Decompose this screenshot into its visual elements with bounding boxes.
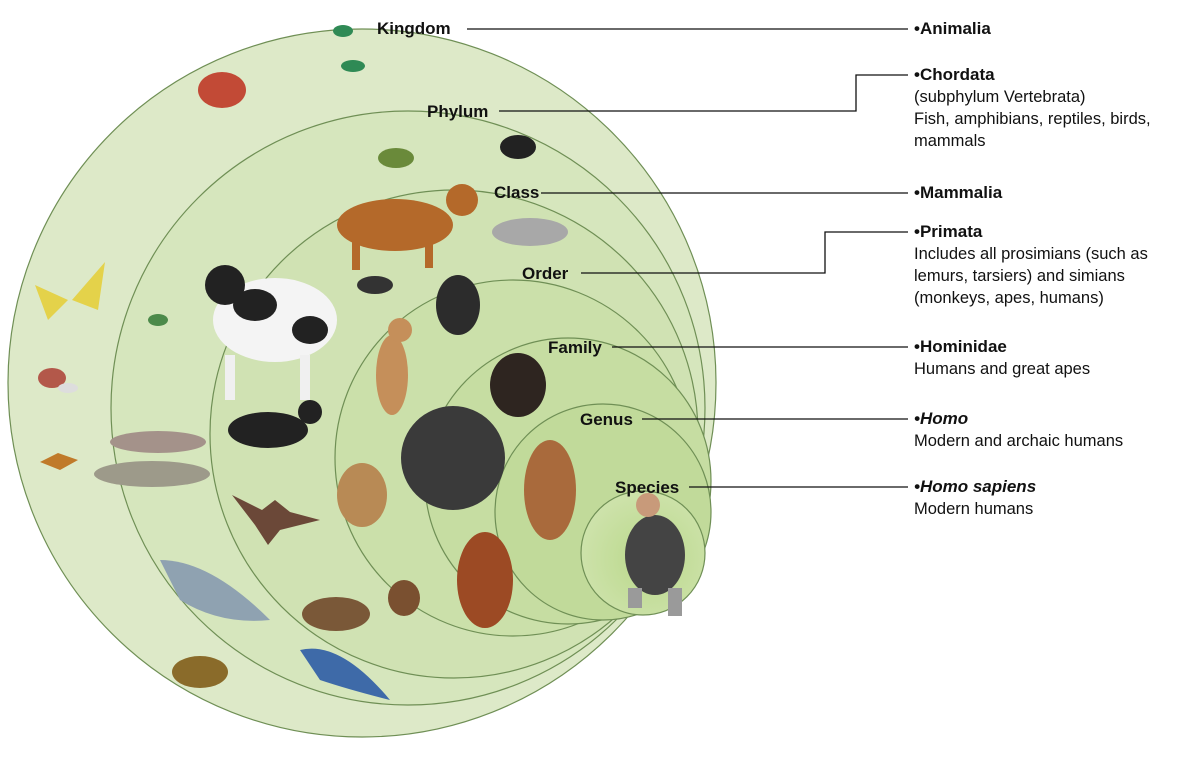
archaic-human-icon bbox=[524, 440, 576, 540]
orangutan-icon bbox=[457, 532, 513, 628]
taxon-species: •Homo sapiens Modern humans bbox=[914, 476, 1036, 520]
taxon-name: •Animalia bbox=[914, 18, 991, 40]
taxon-description: Includes all prosimians (such as lemurs,… bbox=[914, 243, 1148, 309]
taxon-kingdom: •Animalia bbox=[914, 18, 991, 40]
taxon-description: Modern humans bbox=[914, 498, 1036, 520]
gorilla-icon bbox=[401, 406, 505, 510]
mouse-icon bbox=[357, 276, 393, 294]
level-label-genus: Genus bbox=[580, 410, 633, 429]
taxon-order: •Primata Includes all prosimians (such a… bbox=[914, 221, 1148, 309]
level-label-family: Family bbox=[548, 338, 602, 357]
chimpanzee-icon bbox=[490, 353, 546, 417]
monkey-icon bbox=[337, 463, 387, 527]
opossum-icon bbox=[492, 218, 568, 246]
taxon-phylum: •Chordata (subphylum Vertebrata) Fish, a… bbox=[914, 64, 1151, 152]
level-label-kingdom: Kingdom bbox=[377, 19, 451, 38]
taxon-genus: •Homo Modern and archaic humans bbox=[914, 408, 1123, 452]
frog-icon bbox=[378, 148, 414, 168]
level-label-species: Species bbox=[615, 478, 679, 497]
hummingbird-icon bbox=[148, 314, 168, 326]
taxon-name: •Hominidae bbox=[914, 336, 1090, 358]
taxon-class: •Mammalia bbox=[914, 182, 1002, 204]
taxon-description: (subphylum Vertebrata) Fish, amphibians,… bbox=[914, 86, 1151, 152]
level-label-class: Class bbox=[494, 183, 539, 202]
taxon-name: •Homo bbox=[914, 408, 1123, 430]
tarsier-icon bbox=[388, 580, 420, 616]
taxon-name: •Primata bbox=[914, 221, 1148, 243]
taxon-name: •Chordata bbox=[914, 64, 1151, 86]
taxon-name: •Mammalia bbox=[914, 182, 1002, 204]
taxon-description: Modern and archaic humans bbox=[914, 430, 1123, 452]
mole-icon bbox=[302, 597, 370, 631]
level-label-phylum: Phylum bbox=[427, 102, 488, 121]
taxon-name: •Homo sapiens bbox=[914, 476, 1036, 498]
taxon-description: Humans and great apes bbox=[914, 358, 1090, 380]
level-label-order: Order bbox=[522, 264, 569, 283]
gibbon-icon bbox=[436, 275, 480, 335]
turtle-icon bbox=[172, 656, 228, 688]
nested-rings bbox=[8, 29, 716, 737]
bird-finch-icon bbox=[500, 135, 536, 159]
taxon-family: •Hominidae Humans and great apes bbox=[914, 336, 1090, 380]
